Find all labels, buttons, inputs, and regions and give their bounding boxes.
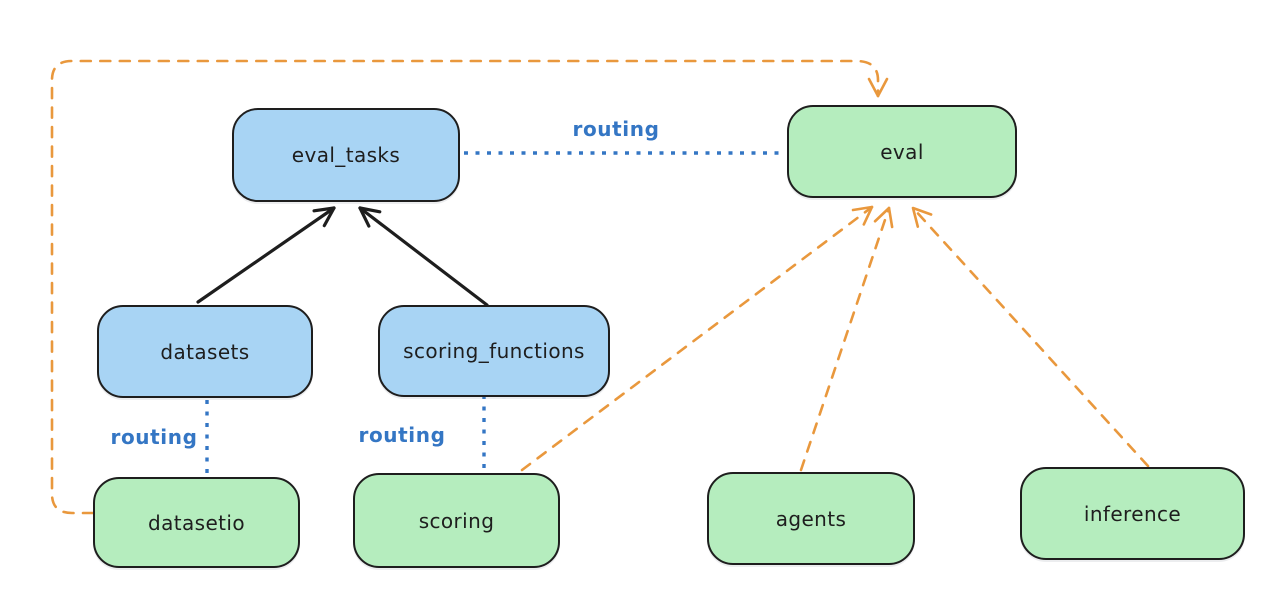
edge-label-routing-eval_tasks-eval: routing <box>572 117 660 141</box>
node-agents-label: agents <box>775 506 847 531</box>
node-datasetio-label: datasetio <box>147 510 245 535</box>
node-inference-label: inference <box>1083 501 1182 526</box>
node-scoring_functions-label: scoring_functions <box>403 339 585 363</box>
node-scoring-label: scoring <box>418 508 495 533</box>
node-eval_tasks: eval_tasks <box>232 108 460 202</box>
node-eval_tasks-label: eval_tasks <box>291 143 401 167</box>
edge-label-routing-datasets-datasetio: routing <box>110 425 198 449</box>
node-scoring: scoring <box>353 473 560 568</box>
node-datasets: datasets <box>97 305 313 398</box>
edge-inference-to-eval-dashed-arrow <box>911 206 1150 468</box>
edge-agents-to-eval-dashed-arrow <box>799 206 894 472</box>
node-inference: inference <box>1020 467 1245 560</box>
edge-datasets-to-eval_tasks-arrow <box>196 206 336 304</box>
node-datasetio: datasetio <box>93 477 300 568</box>
edge-scoring-to-eval-dashed-arrow <box>520 205 874 472</box>
edge-scoring_functions-to-eval_tasks-arrow <box>358 206 489 307</box>
node-agents: agents <box>707 472 915 565</box>
node-datasets-label: datasets <box>160 339 250 364</box>
node-scoring_functions: scoring_functions <box>378 305 610 397</box>
node-eval: eval <box>787 105 1017 198</box>
edge-label-routing-scoring_functions-scoring: routing <box>358 423 446 447</box>
node-eval-label: eval <box>880 139 924 164</box>
